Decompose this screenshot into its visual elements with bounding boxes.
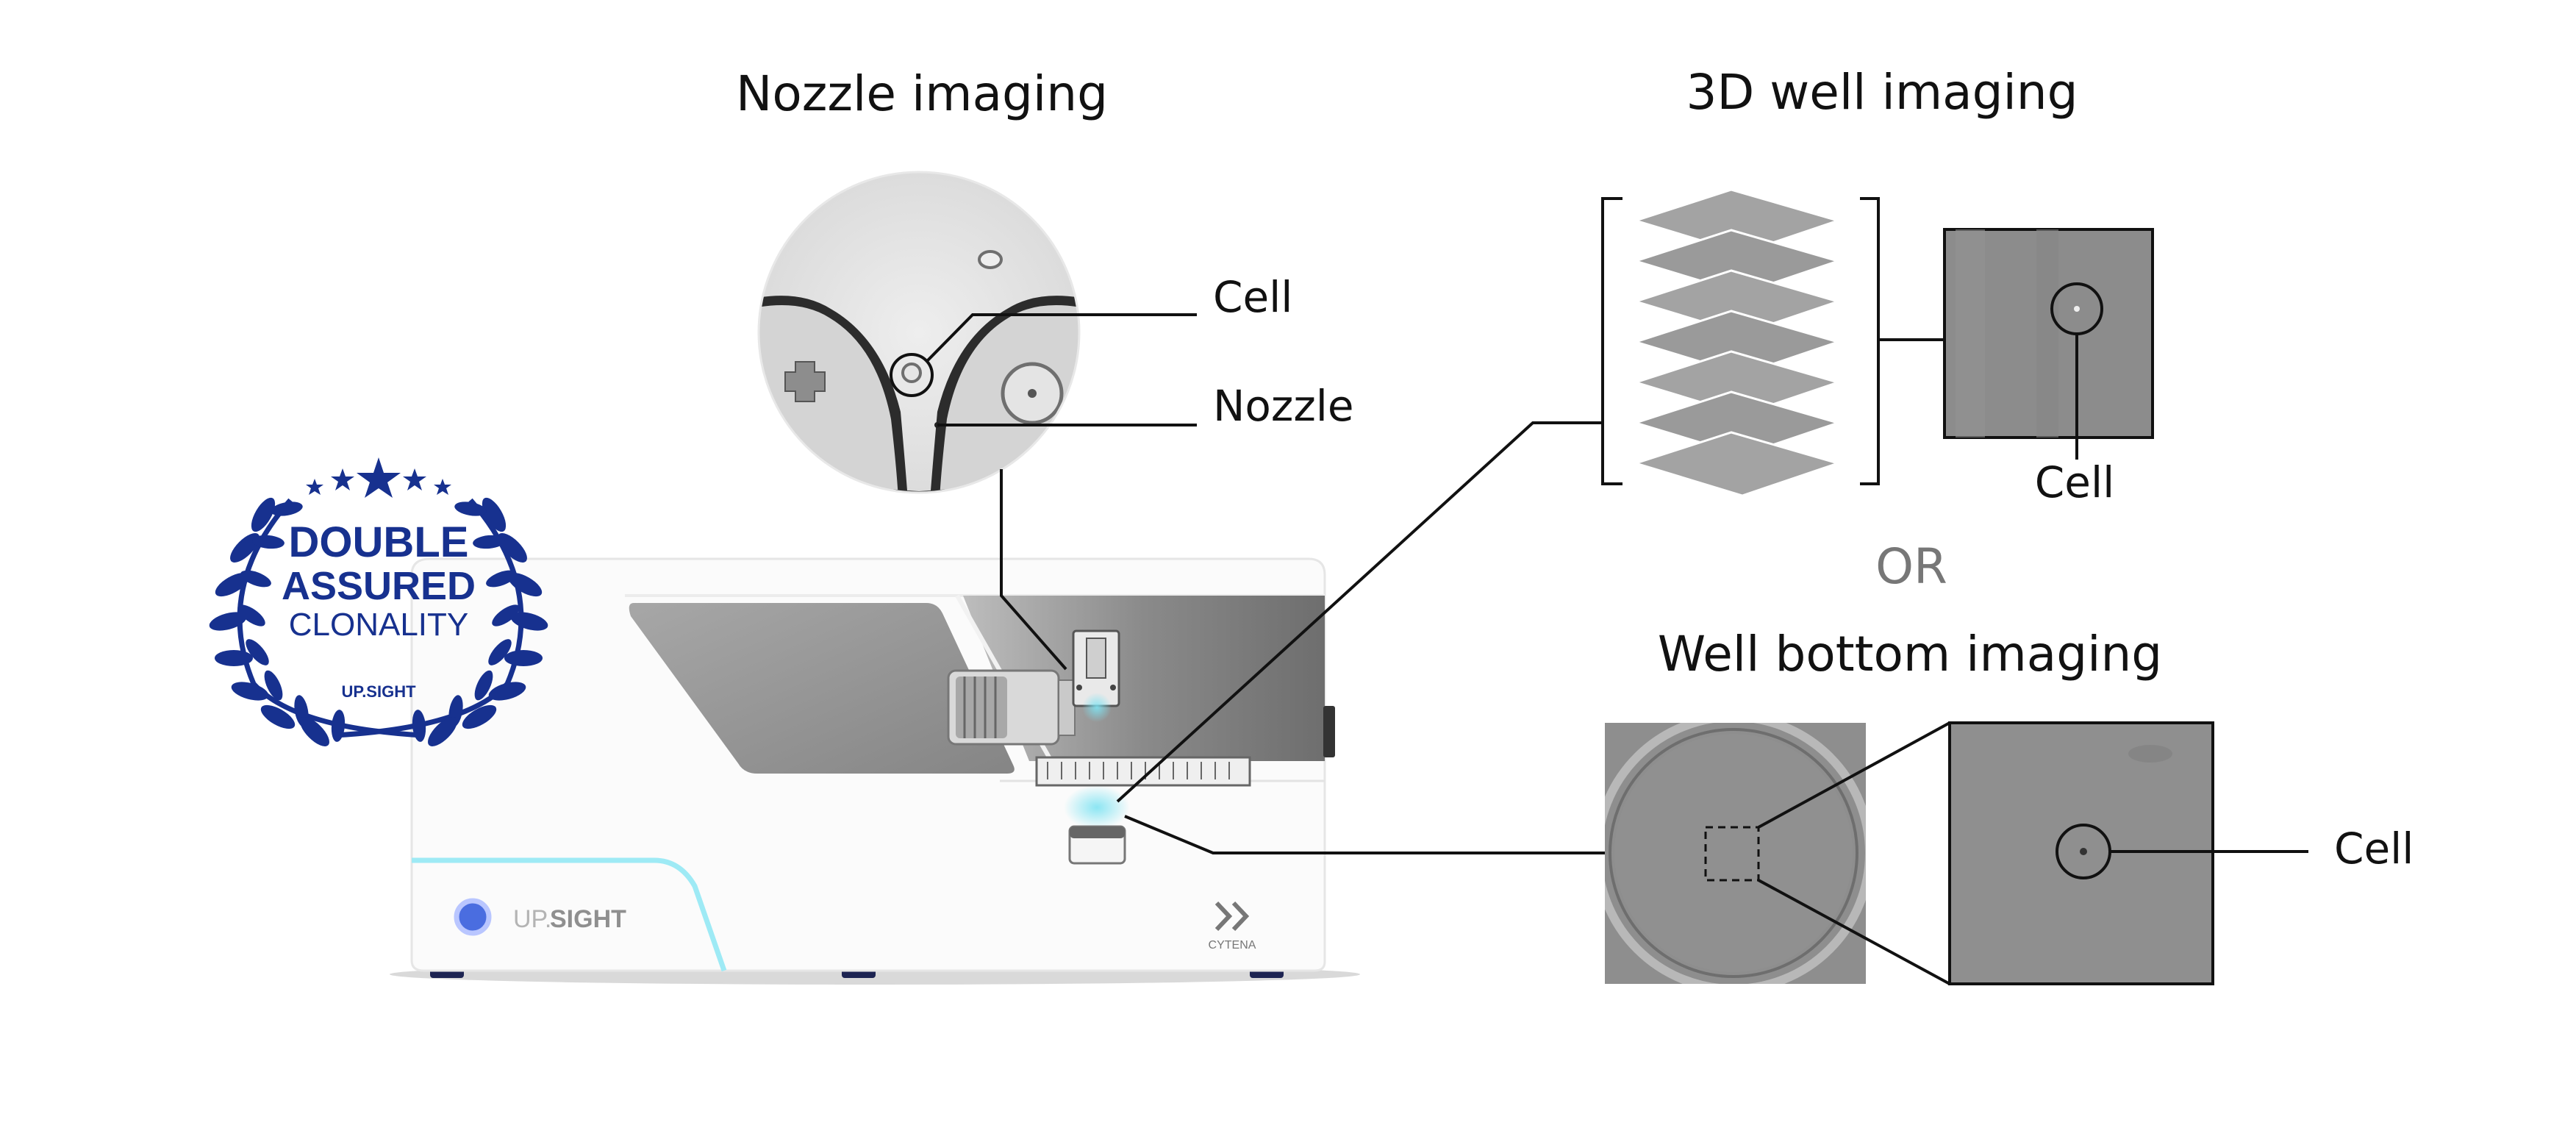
double-assured-clonality-badge: DOUBLE ASSURED CLONALITY UP.SIGHT [209,457,548,746]
device-window [629,603,1015,774]
or-separator: OR [1875,538,1947,595]
nozzle-label: Nozzle [1213,381,1354,431]
badge-line-assured: ASSURED [282,564,476,608]
device-brand-light: UP. [513,905,551,933]
badge-line-double: DOUBLE [289,518,469,566]
well-bottom-cell-label: Cell [2334,824,2414,874]
nozzle-imaging-title: Nozzle imaging [736,65,1108,122]
svg-text:CYTENA: CYTENA [1209,939,1256,952]
well-bottom-zoom-image [1948,721,2214,985]
z-slice [1631,431,1842,497]
nozzle-cell-marker [890,353,934,397]
plate-holder [1035,756,1251,787]
nozzle-image [757,171,1081,494]
well-camera [1064,785,1130,865]
device-brand-bold: SIGHT [550,905,626,933]
star-icon [357,457,401,498]
badge-brand: UP.SIGHT [341,682,416,701]
nozzle-cell-label: Cell [1213,272,1292,322]
well-bottom-imaging-title: Well bottom imaging [1658,626,2162,682]
upsight-device: UP. SIGHT CYTENA [390,557,1360,985]
well-bottom-image [1605,723,1866,984]
dispenser-head [1072,629,1120,722]
badge-line-clonality: CLONALITY [289,607,469,643]
3d-well-imaging-title: 3D well imaging [1686,64,2078,121]
3d-well-zoom-image [1943,228,2154,460]
z-stack-images [1601,188,1880,497]
nozzle-camera [947,669,1076,746]
3d-well-cell-label: Cell [2035,457,2114,507]
cytena-logo: CYTENA [1209,901,1256,952]
power-button[interactable] [454,898,492,936]
